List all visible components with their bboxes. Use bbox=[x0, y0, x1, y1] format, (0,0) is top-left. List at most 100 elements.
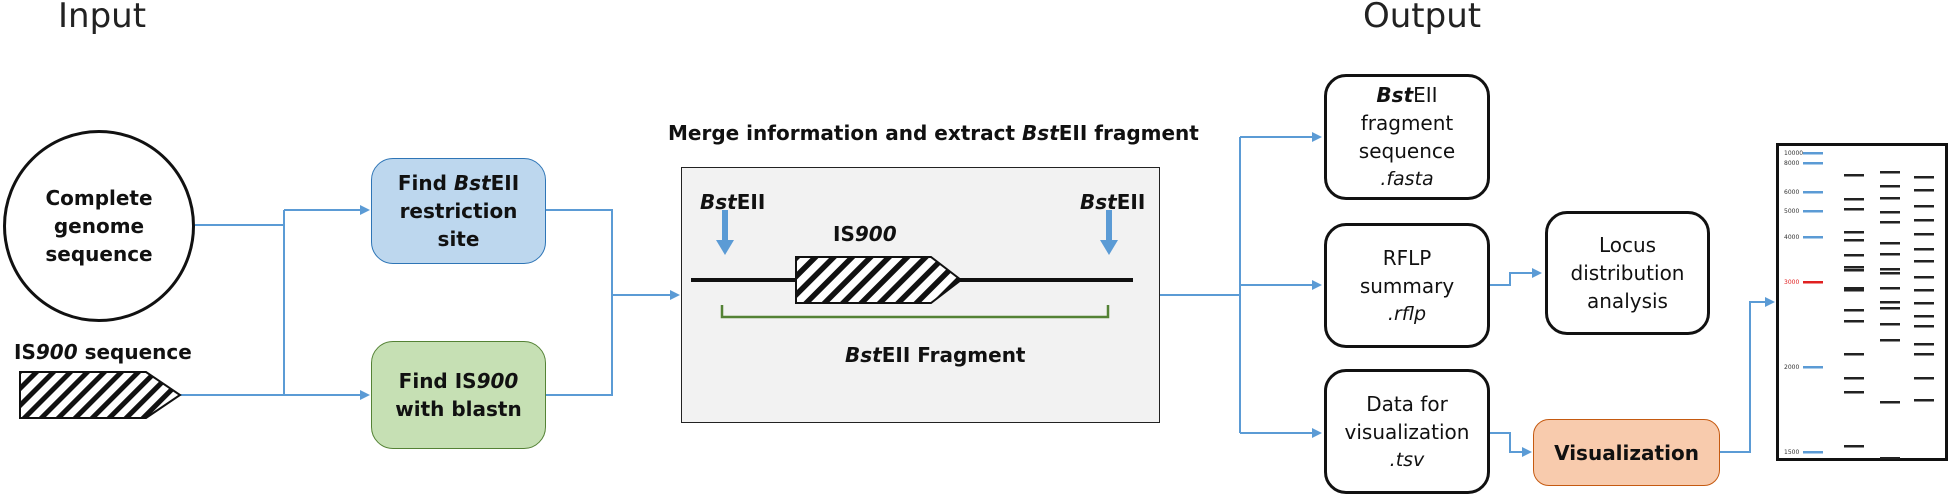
is900-number: 900 bbox=[35, 340, 78, 364]
gel-band bbox=[1880, 242, 1900, 245]
locus-analysis-node: Locus distribution analysis bbox=[1545, 211, 1710, 335]
genome-line-3: sequence bbox=[45, 242, 153, 266]
ladder-band bbox=[1803, 191, 1823, 194]
right-bsteii-label: BstEII bbox=[1080, 190, 1145, 214]
marker-label-2000: 2000 bbox=[1784, 364, 1800, 371]
marker-label-1500: 1500 bbox=[1784, 449, 1800, 456]
gel-band bbox=[1914, 205, 1934, 208]
gel-band bbox=[1844, 254, 1864, 257]
gel-band bbox=[1844, 309, 1864, 312]
genome-input-node: Complete genome sequence bbox=[3, 130, 195, 322]
gel-band bbox=[1880, 197, 1900, 200]
find-is900-line-1: Find IS900 bbox=[399, 367, 519, 395]
is900-suffix: sequence bbox=[77, 340, 192, 364]
fragment-bst: Bst bbox=[845, 343, 882, 367]
marker-label-10000: 10000 bbox=[1784, 150, 1804, 157]
gel-band bbox=[1914, 315, 1934, 318]
gel-band bbox=[1844, 289, 1864, 292]
find-is900-step: Find IS900 with blastn bbox=[371, 341, 546, 449]
is900-italic: 900 bbox=[476, 369, 519, 393]
is900-element-label: IS900 bbox=[833, 222, 897, 246]
find-is900-line-2: with blastn bbox=[395, 397, 522, 421]
ladder-band bbox=[1803, 451, 1823, 454]
gel-band bbox=[1914, 276, 1934, 279]
gel-band bbox=[1880, 272, 1900, 275]
visualization-label: Visualization bbox=[1554, 440, 1699, 465]
genome-line-1: Complete bbox=[45, 186, 153, 210]
right-site-arrow-head bbox=[1100, 240, 1118, 255]
gel-band bbox=[1914, 343, 1934, 346]
gel-band bbox=[1844, 174, 1864, 177]
gel-band bbox=[1914, 399, 1934, 402]
merge-title: Merge information and extract BstEII fra… bbox=[668, 121, 1199, 145]
gel-band bbox=[1844, 266, 1864, 269]
left-bst: Bst bbox=[700, 190, 737, 214]
arrow-tsv-to-vis bbox=[1490, 432, 1532, 457]
eii-text: EII bbox=[490, 171, 520, 195]
merge-title-rest: EII fragment bbox=[1058, 121, 1199, 145]
tsv-line-1: Data for bbox=[1366, 391, 1448, 416]
marker-label-3000: 3000 bbox=[1784, 279, 1800, 286]
ladder-band bbox=[1803, 281, 1823, 284]
gel-band bbox=[1914, 289, 1934, 292]
is900-sequence-label: IS900 sequence bbox=[14, 340, 192, 364]
arrow-find-is900-out bbox=[546, 295, 613, 396]
fragment-rest: EII Fragment bbox=[881, 343, 1026, 367]
genome-line-2: genome bbox=[53, 214, 145, 238]
marker-label-8000: 8000 bbox=[1784, 160, 1800, 167]
marker-label-4000: 4000 bbox=[1784, 234, 1800, 241]
ladder-band bbox=[1803, 162, 1823, 165]
visualization-node: Visualization bbox=[1533, 419, 1720, 486]
gel-band bbox=[1844, 445, 1864, 448]
gel-band bbox=[1914, 219, 1934, 222]
gel-band bbox=[1880, 307, 1900, 310]
gel-band bbox=[1880, 401, 1900, 404]
gel-band bbox=[1880, 301, 1900, 304]
marker-label-5000: 5000 bbox=[1784, 208, 1800, 215]
left-site-arrow-shaft bbox=[722, 210, 728, 242]
left-bsteii-label: BstEII bbox=[700, 190, 765, 214]
fasta-output-node: BstEII fragment sequence .fasta bbox=[1324, 74, 1490, 200]
is900-element-shape bbox=[795, 256, 963, 304]
gel-band bbox=[1880, 457, 1900, 460]
fasta-line-2: fragment bbox=[1360, 111, 1454, 135]
gel-band bbox=[1844, 320, 1864, 323]
gel-band bbox=[1844, 231, 1864, 234]
gel-band bbox=[1844, 391, 1864, 394]
gel-band bbox=[1914, 176, 1934, 179]
fragment-label: BstEII Fragment bbox=[845, 343, 1026, 367]
gel-band bbox=[1880, 287, 1900, 290]
left-eii: EII bbox=[736, 190, 766, 214]
ladder-band bbox=[1803, 366, 1823, 369]
find-bsteii-line-1: Find BstEII bbox=[398, 169, 519, 197]
rflp-line-2: summary bbox=[1359, 273, 1455, 298]
gel-band bbox=[1844, 287, 1864, 290]
output-header: Output bbox=[1363, 0, 1482, 36]
rflp-output-node: RFLP summary .rflp bbox=[1324, 223, 1490, 348]
is900-prefix: IS bbox=[14, 340, 36, 364]
input-header: Input bbox=[58, 0, 147, 36]
merge-is-number: 900 bbox=[854, 222, 897, 246]
marker-label-6000: 6000 bbox=[1784, 189, 1800, 196]
gel-band bbox=[1844, 208, 1864, 211]
gel-band bbox=[1844, 198, 1864, 201]
tsv-output-node: Data for visualization .tsv bbox=[1324, 369, 1490, 494]
fragment-schematic bbox=[691, 210, 1133, 319]
gel-band bbox=[1844, 239, 1864, 242]
gel-band bbox=[1880, 253, 1900, 256]
right-bst: Bst bbox=[1080, 190, 1117, 214]
gel-bands bbox=[1803, 152, 1934, 460]
fasta-eii: EII bbox=[1413, 83, 1438, 107]
fasta-line-1: BstEII bbox=[1376, 81, 1437, 109]
find-bsteii-line-2: restriction bbox=[399, 199, 518, 223]
fasta-bst: Bst bbox=[1376, 83, 1414, 107]
find-bsteii-line-3: site bbox=[437, 227, 480, 251]
right-eii: EII bbox=[1116, 190, 1146, 214]
gel-band bbox=[1880, 171, 1900, 174]
find-bsteii-step: Find BstEII restriction site bbox=[371, 158, 546, 264]
gel-band bbox=[1844, 377, 1864, 380]
arrows bbox=[180, 132, 1775, 457]
rflp-extension: .rflp bbox=[1387, 302, 1427, 325]
tsv-extension: .tsv bbox=[1389, 448, 1425, 471]
fasta-line-3: sequence bbox=[1358, 139, 1456, 163]
